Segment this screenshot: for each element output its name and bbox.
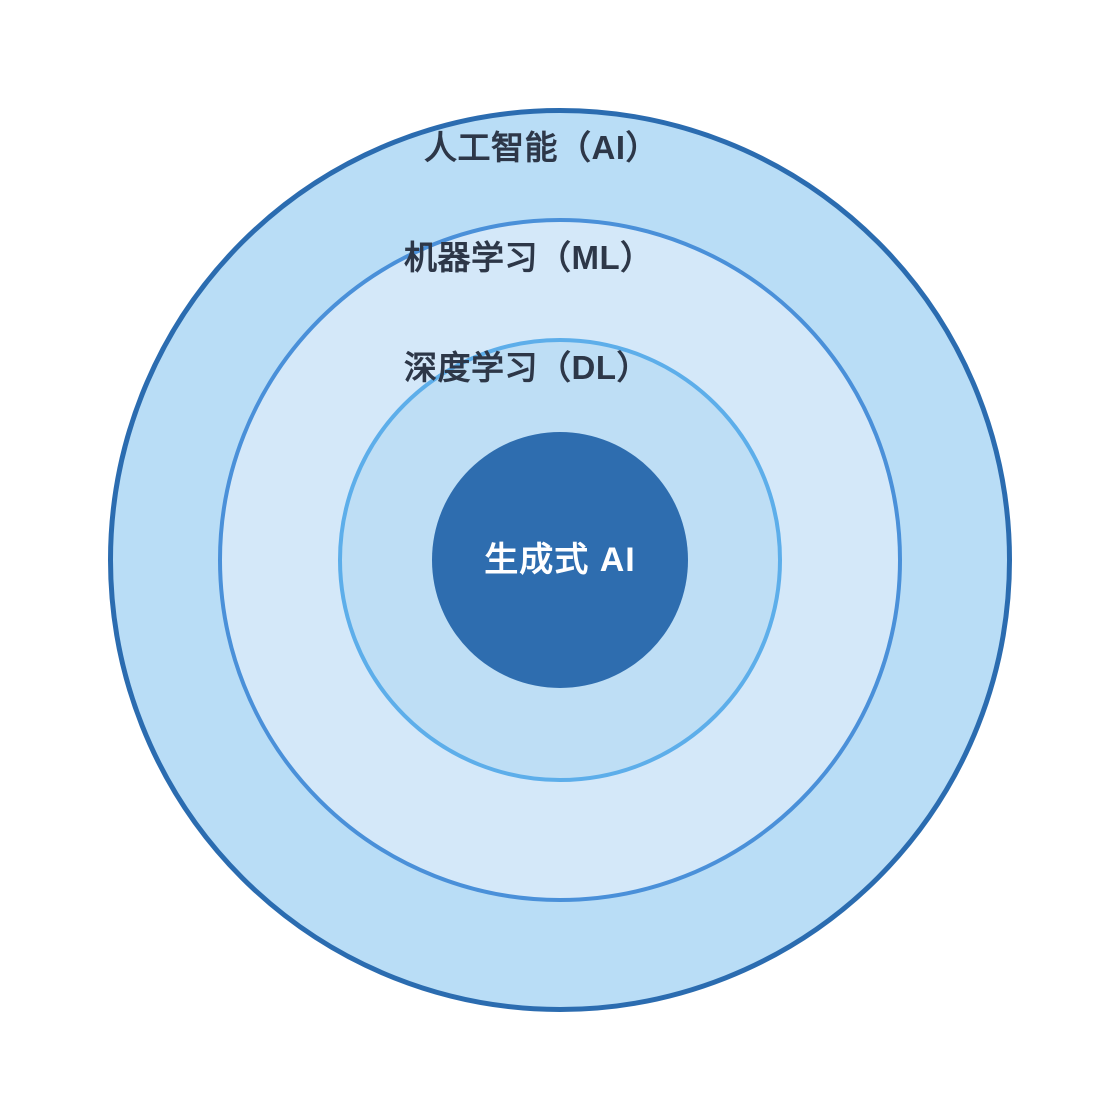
circle-label-generative-ai: 生成式 AI [484,541,636,579]
circle-label-deep-learning: 深度学习（DL） [404,349,650,386]
circle-generative-ai: 生成式 AI [432,432,688,688]
circle-label-machine-learning: 机器学习（ML） [404,239,654,276]
circle-label-artificial-intelligence: 人工智能（AI） [424,129,659,166]
